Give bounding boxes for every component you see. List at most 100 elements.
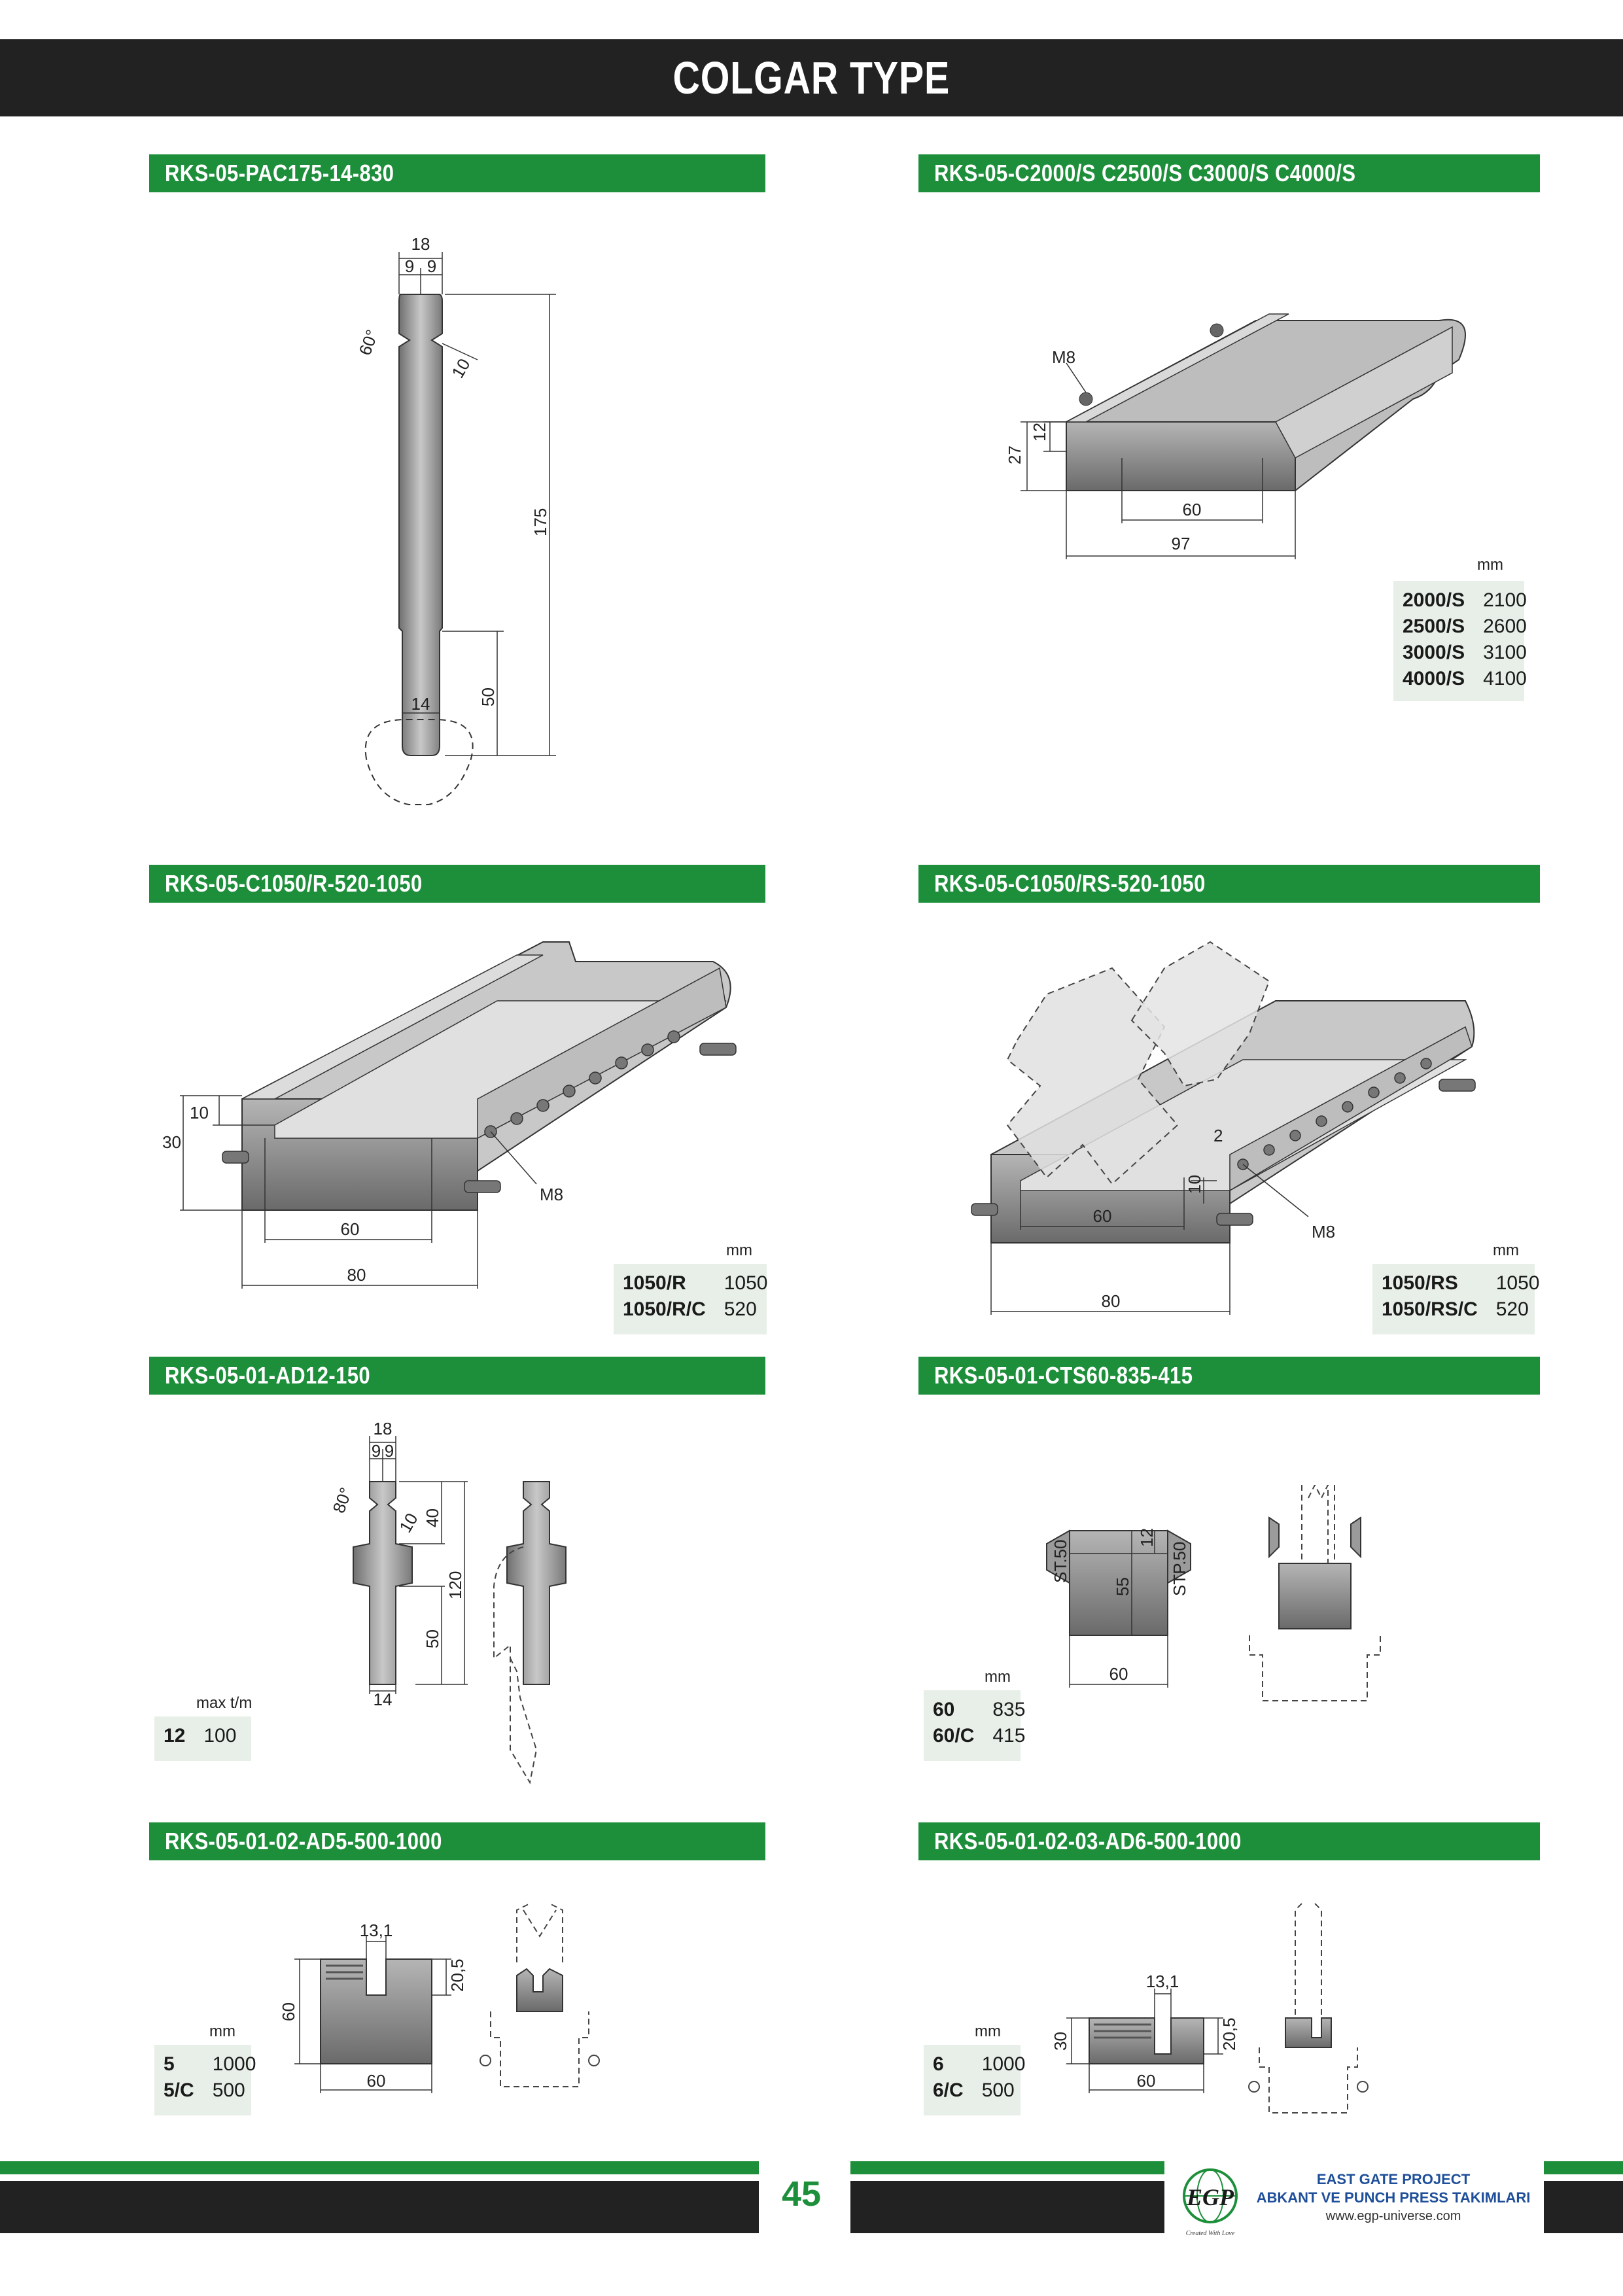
dim-st50: ST.50 — [1051, 1540, 1070, 1584]
dim-20-5: 20,5 — [1219, 2017, 1239, 2051]
die-side — [1249, 1485, 1381, 1701]
dim-20-5: 20,5 — [447, 1958, 467, 1992]
dim-10: 10 — [190, 1103, 209, 1122]
drawing-die-ad6: 13,1 20,5 30 60 — [1051, 1903, 1369, 2113]
dim-60-h: 60 — [367, 2071, 386, 2091]
die-front — [320, 1958, 432, 2064]
dim-60: 60 — [1109, 1664, 1128, 1684]
drawing-holder-s2: M8 27 12 60 97 — [1005, 313, 1466, 559]
brand-url[interactable]: www.egp-universe.com — [1325, 2209, 1461, 2223]
section-title-s8: RKS-05-01-02-03-AD6-500-1000 — [918, 1822, 1540, 1860]
dim-13-1: 13,1 — [360, 1921, 393, 1940]
section-title-s3: RKS-05-C1050/R-520-1050 — [149, 865, 765, 903]
dim-12: 12 — [1137, 1528, 1157, 1547]
dim-stp50: STP.50 — [1170, 1542, 1189, 1596]
drawing-adapter-s5: 18 9 9 80° 10 40 120 50 14 — [328, 1423, 567, 1784]
dim-height: 175 — [531, 508, 550, 536]
page-number: 45 — [781, 2174, 822, 2214]
page-title: COLGAR TYPE — [672, 52, 951, 103]
egp-logo: EGP Created With Love — [1183, 2168, 1238, 2237]
unit-label-s7: mm — [209, 2023, 236, 2040]
dim-27: 27 — [1005, 445, 1024, 464]
dim-m8: M8 — [1312, 1222, 1335, 1242]
dim-80: 80 — [1102, 1291, 1121, 1311]
dim-width: 18 — [411, 234, 430, 254]
footer-dark-bar-left — [0, 2181, 759, 2233]
die-front — [1089, 2017, 1204, 2064]
footer-dark-bar-right — [1544, 2181, 1623, 2233]
dim-120: 120 — [445, 1571, 465, 1599]
section-title-s1: RKS-05-PAC175-14-830 — [149, 154, 765, 192]
dim-14: 14 — [374, 1690, 393, 1709]
footer-green-stripe-left — [0, 2161, 759, 2174]
unit-label-s4: mm — [1493, 1242, 1519, 1259]
dim-angle: 60° — [355, 327, 382, 358]
brand-block: EAST GATE PROJECT ABKANT VE PUNCH PRESS … — [1256, 2170, 1531, 2225]
unit-label-s5: max t/m — [196, 1694, 253, 1712]
dim-30: 30 — [162, 1132, 181, 1152]
dim-60: 60 — [1183, 500, 1202, 519]
dim-m8: M8 — [1052, 347, 1075, 367]
die-side — [1248, 1903, 1369, 2113]
footer-dark-bar-mid — [850, 2181, 1164, 2233]
dim-18: 18 — [374, 1423, 393, 1438]
dim-tip: 14 — [411, 694, 430, 714]
unit-label-s8: mm — [975, 2023, 1001, 2040]
dim-60: 60 — [1137, 2071, 1156, 2091]
section-title-s5: RKS-05-01-AD12-150 — [149, 1357, 765, 1395]
dim-50: 50 — [423, 1629, 442, 1648]
dim-60-v: 60 — [279, 2002, 298, 2021]
dim-notch: 10 — [447, 355, 474, 381]
drawing-punch-adapter-s1: 18 9 9 60° 10 175 50 14 — [355, 234, 556, 805]
dim-10: 10 — [1185, 1175, 1204, 1194]
unit-label-s6: mm — [985, 1668, 1011, 1686]
section-title-s6: RKS-05-01-CTS60-835-415 — [918, 1357, 1540, 1395]
drawing-die-ad5: 13,1 20,5 60 60 — [279, 1903, 600, 2093]
dim-half-a: 9 — [405, 256, 414, 276]
footer-green-stripe-right — [1544, 2161, 1623, 2174]
brand-name: EAST GATE PROJECT — [1316, 2171, 1471, 2187]
rail-body — [241, 941, 731, 1211]
drawing-rail-s4: 2 10 60 80 M8 — [971, 941, 1476, 1315]
dim-80: 80 — [347, 1265, 366, 1285]
die-side — [480, 1903, 600, 2087]
adapter-side — [493, 1481, 567, 1784]
unit-label-s2: mm — [1477, 556, 1503, 574]
footer-green-stripe-mid — [850, 2161, 1164, 2174]
dim-lower: 50 — [478, 687, 498, 706]
unit-label-s3: mm — [726, 1242, 752, 1259]
svg-text:Created With Love: Created With Love — [1186, 2230, 1235, 2237]
drawing-rail-s3: 10 30 60 80 M8 — [162, 941, 737, 1289]
holder-body — [1066, 313, 1466, 491]
dim-12: 12 — [1030, 423, 1049, 442]
dim-40: 40 — [423, 1508, 442, 1527]
dim-9b: 9 — [385, 1441, 394, 1461]
dim-13-1: 13,1 — [1146, 1972, 1179, 1991]
dim-30: 30 — [1051, 2032, 1070, 2051]
section-title-s2: RKS-05-C2000/S C2500/S C3000/S C4000/S — [918, 154, 1540, 192]
svg-text:EGP: EGP — [1186, 2184, 1234, 2210]
brand-subtitle: ABKANT VE PUNCH PRESS TAKIMLARI — [1256, 2189, 1531, 2206]
drawing-die-holder-s6: ST.50 12 55 STP.50 60 — [1046, 1485, 1381, 1701]
dim-55: 55 — [1113, 1577, 1132, 1596]
dim-60: 60 — [341, 1219, 360, 1239]
die-block — [1046, 1529, 1191, 1636]
